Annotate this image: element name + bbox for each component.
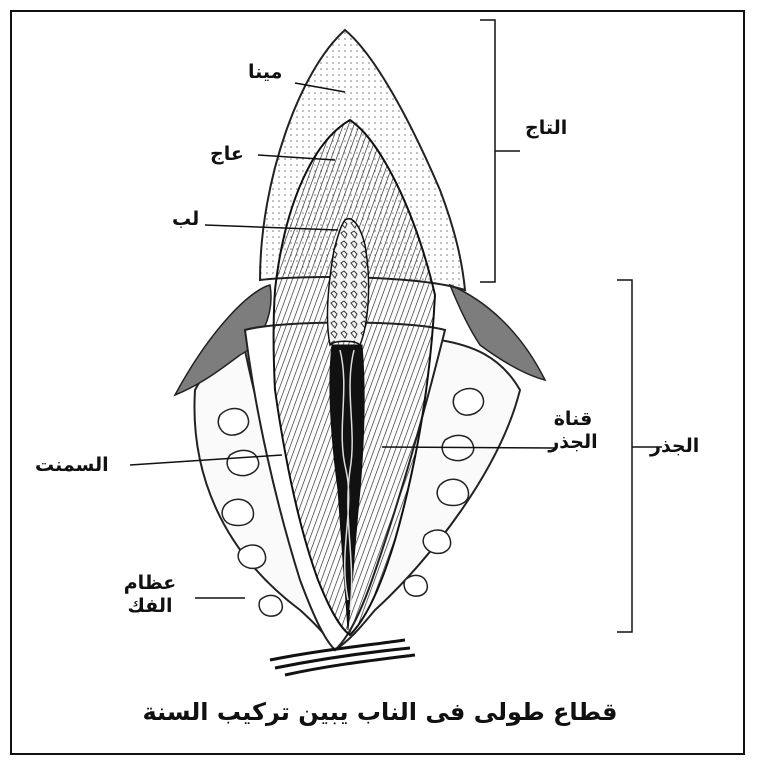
root-label: الجذر [650,435,699,458]
crown-label: التاج [525,117,567,140]
root-canal-label-line2: الجذر [538,431,608,454]
crown-bracket [480,20,520,282]
figure-caption: قطاع طولى فى الناب يبين تركيب السنة [0,698,760,726]
pulp-label: لب [172,208,199,231]
root-canal-label-line1: قناة [538,408,608,431]
jaw-bone-label-line1: عظام [115,572,185,595]
enamel-label: مينا [248,61,282,84]
root-canal-label: قناة الجذر [538,408,608,454]
jaw-bone-label: عظام الفك [115,572,185,618]
cementum-label: السمنت [35,454,109,477]
jaw-bone-label-line2: الفك [115,595,185,618]
dentin-label: عاج [210,143,244,166]
